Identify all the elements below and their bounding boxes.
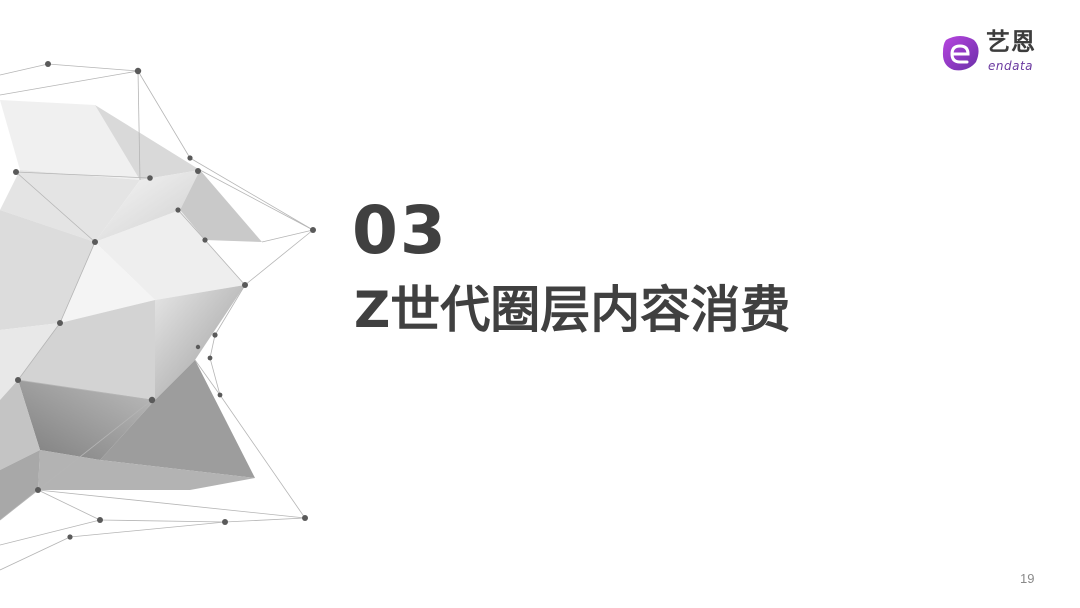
endata-logo: 艺恩 endata <box>936 26 1051 78</box>
logo-english-text: endata <box>988 59 1034 73</box>
page-number: 19 <box>1020 571 1035 586</box>
section-title: Z世代圈层内容消费 <box>354 281 791 339</box>
section-number: 03 <box>352 192 448 269</box>
logo-chinese-text: 艺恩 <box>986 28 1036 56</box>
endata-logo-mark-icon <box>942 36 979 71</box>
low-poly-polygon-network-icon <box>0 61 316 571</box>
